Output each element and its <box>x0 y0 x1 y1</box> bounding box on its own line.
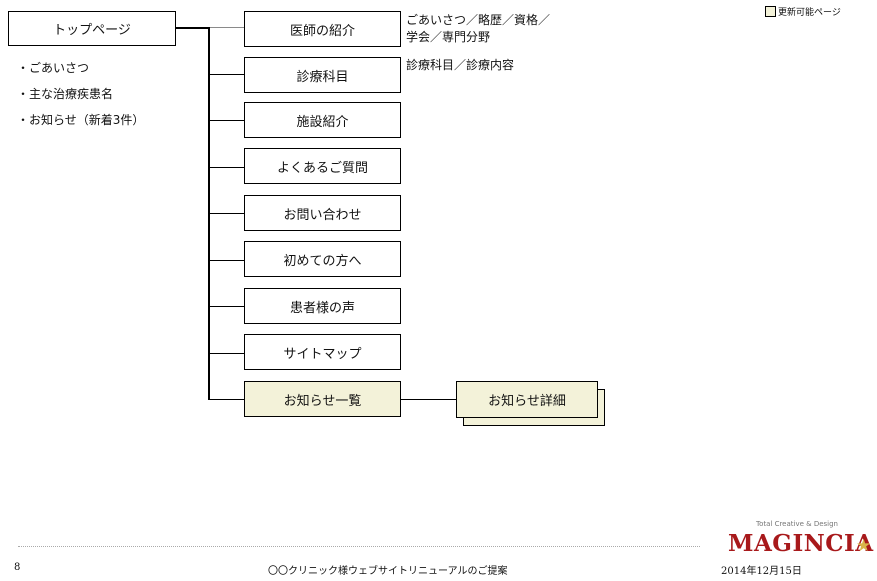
page-label: お問い合わせ <box>283 207 362 223</box>
connector-branch <box>209 306 244 307</box>
logo-tagline: Total Creative & Design <box>756 520 838 528</box>
page-box-departments: 診療科目 <box>244 57 401 93</box>
connector-branch <box>209 167 244 168</box>
page-box-first-visit: 初めての方へ <box>244 241 401 277</box>
page-box-faq: よくあるご質問 <box>244 148 401 184</box>
page-label: 医師の紹介 <box>289 23 355 39</box>
legend-swatch <box>765 6 776 17</box>
top-page-box: トップページ <box>8 11 176 46</box>
page-label: 患者様の声 <box>289 300 355 316</box>
detail-page-box: お知らせ詳細 <box>456 381 598 418</box>
top-page-title: トップページ <box>53 23 131 38</box>
connector-top-horizontal <box>176 27 209 29</box>
connector-branch <box>209 353 244 354</box>
legend: 更新可能ページ <box>765 5 841 18</box>
connector-branch <box>209 74 244 75</box>
detail-page-label: お知らせ詳細 <box>488 394 566 409</box>
connector-branch <box>209 399 244 400</box>
logo-wordmark: MAGINCIA <box>728 530 874 557</box>
page-number: 8 <box>14 562 21 573</box>
page-label: 診療科目 <box>296 69 349 85</box>
connector-top-to-first <box>209 27 244 28</box>
top-page-content-item: 主な治療疾患名 <box>17 86 144 112</box>
page-label: お知らせ一覧 <box>283 393 362 409</box>
page-box-sitemap: サイトマップ <box>244 334 401 370</box>
footer-rule <box>18 546 700 547</box>
page-note-line: ごあいさつ／略歴／資格／ <box>406 13 551 27</box>
page-label: サイトマップ <box>283 346 362 362</box>
page-box-news-list: お知らせ一覧 <box>244 381 401 417</box>
page-label: 施設紹介 <box>296 114 349 130</box>
page-label: 初めての方へ <box>283 253 362 269</box>
legend-label: 更新可能ページ <box>778 8 841 18</box>
top-page-contents: ごあいさつ 主な治療疾患名 お知らせ（新着3件） <box>17 60 144 138</box>
document-date: 2014年12月15日 <box>721 566 802 577</box>
connector-branch <box>209 213 244 214</box>
company-logo: Total Creative & Design MAGINCIA ★ <box>722 520 874 568</box>
page-box-testimonials: 患者様の声 <box>244 288 401 324</box>
page-note-doctor: ごあいさつ／略歴／資格／ 学会／専門分野 <box>406 12 550 46</box>
page-box-contact: お問い合わせ <box>244 195 401 231</box>
page-note-departments: 診療科目／診療内容 <box>406 57 514 74</box>
star-icon: ★ <box>856 536 872 556</box>
page-label: よくあるご質問 <box>276 160 368 176</box>
page-box-doctor: 医師の紹介 <box>244 11 401 47</box>
top-page-content-item: お知らせ（新着3件） <box>17 112 144 138</box>
page-note-line: 診療科目／診療内容 <box>406 58 515 72</box>
page-note-line: 学会／専門分野 <box>406 30 491 44</box>
connector-branch <box>209 120 244 121</box>
top-page-content-item: ごあいさつ <box>17 60 144 86</box>
document-title: 〇〇クリニック様ウェブサイトリニューアルのご提案 <box>268 566 508 577</box>
connector-to-detail <box>400 399 456 400</box>
page-box-facility: 施設紹介 <box>244 102 401 138</box>
connector-branch <box>209 260 244 261</box>
